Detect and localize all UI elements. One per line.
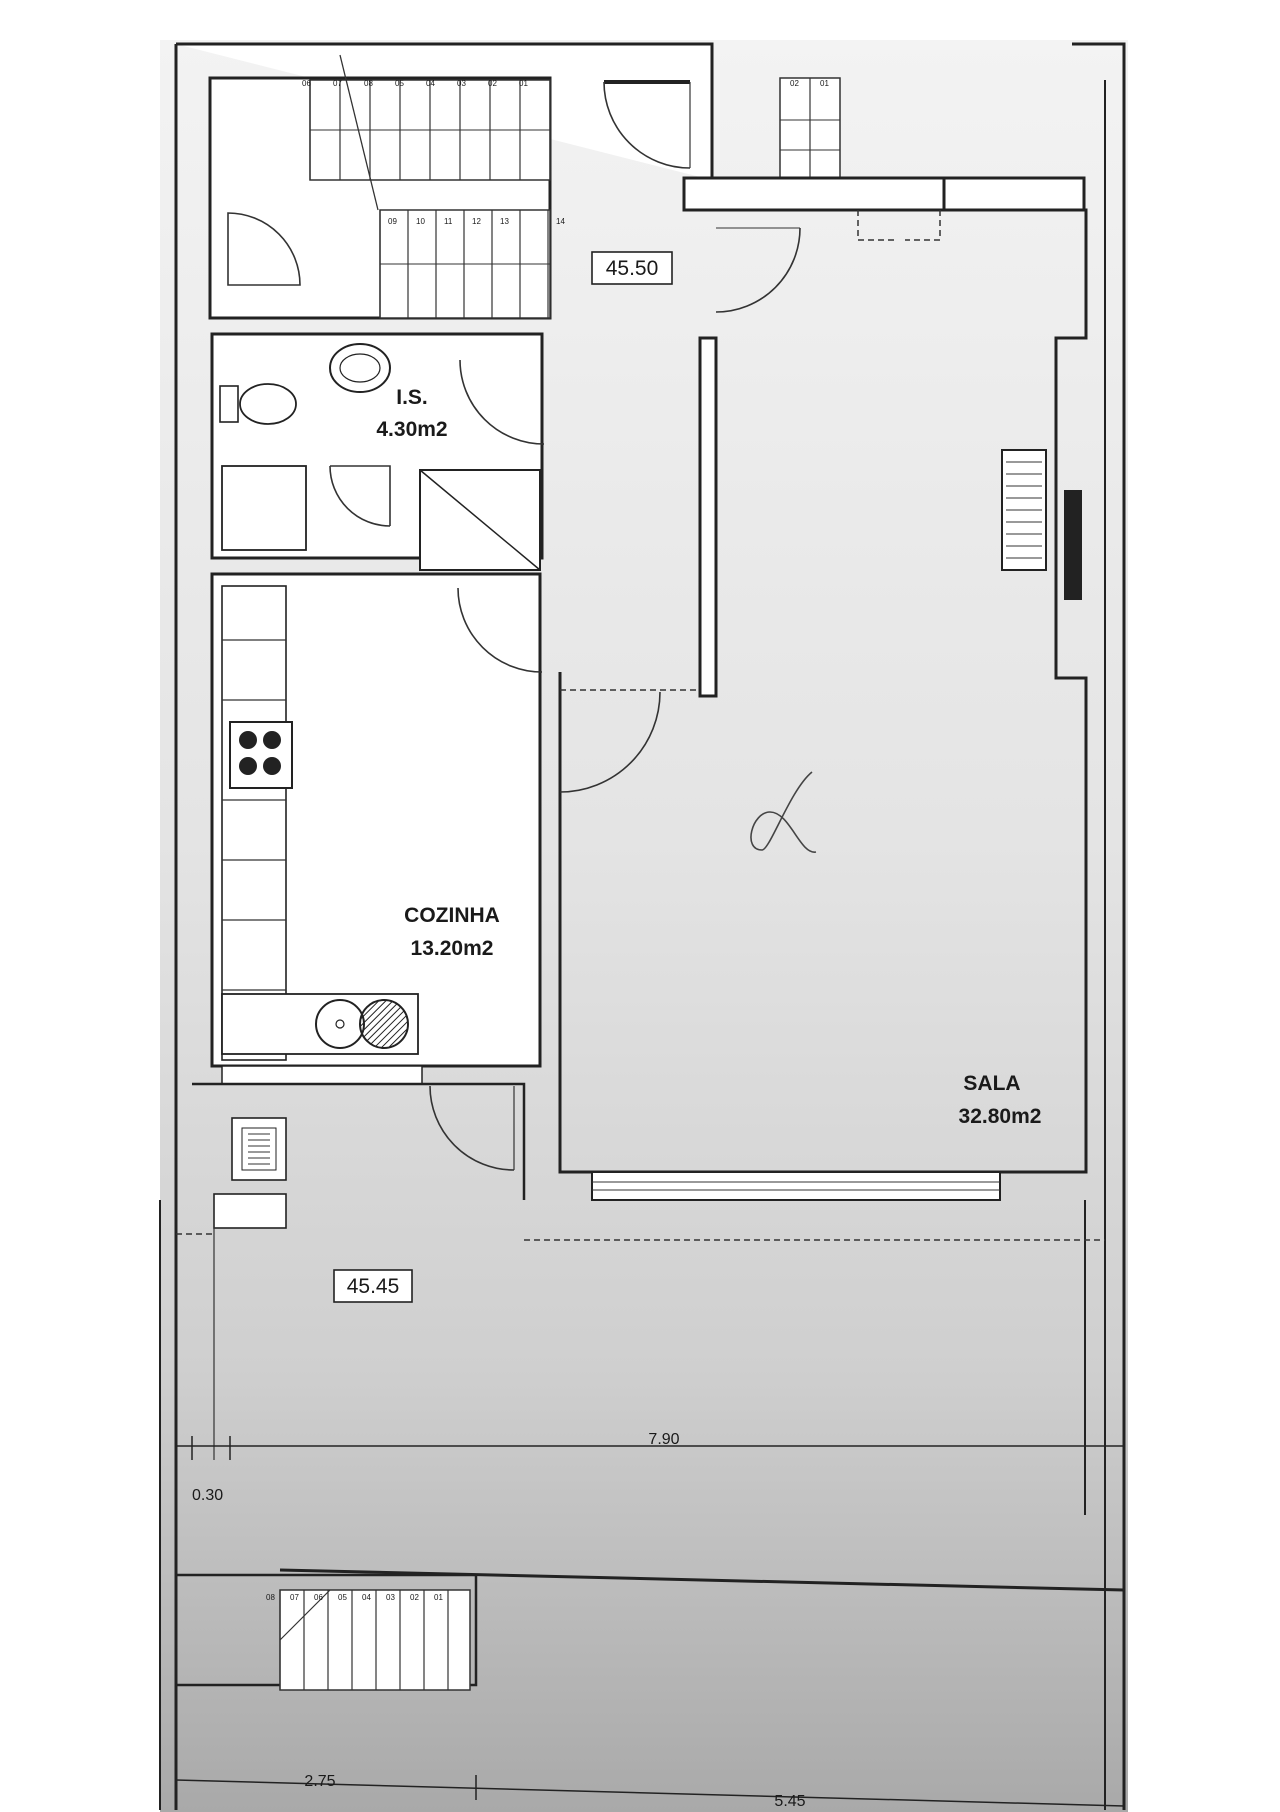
step-number: 10 — [416, 217, 425, 226]
dimension-width: 7.90 0.30 — [176, 1431, 1124, 1504]
step-number: 14 — [556, 217, 565, 226]
step-number: 05 — [338, 1593, 347, 1602]
counter-divisions — [222, 639, 286, 991]
sala-area: 32.80m2 — [959, 1105, 1042, 1128]
step-number: 05 — [395, 79, 404, 88]
cozinha-area: 13.20m2 — [411, 937, 494, 960]
step-number: 02 — [488, 79, 497, 88]
stair-numbers-bottom: 08 07 06 05 04 03 02 01 — [266, 1593, 443, 1602]
step-number: 04 — [426, 79, 435, 88]
handwritten-mark-icon — [750, 771, 817, 853]
step-number: 07 — [290, 1593, 299, 1602]
step-number: 03 — [457, 79, 466, 88]
bottom-step-lines — [279, 1590, 449, 1690]
step-number: 02 — [790, 79, 799, 88]
dimension-label: 7.90 — [648, 1431, 679, 1448]
upper-step-lines — [309, 80, 551, 180]
step-number: 11 — [444, 217, 453, 226]
step-number: 01 — [820, 79, 829, 88]
step-number: 12 — [472, 217, 481, 226]
step-number: 08 — [266, 1593, 275, 1602]
step-number: 04 — [362, 1593, 371, 1602]
level-value: 45.45 — [347, 1275, 400, 1298]
step-number: 02 — [410, 1593, 419, 1602]
fireplace-grille — [1006, 461, 1042, 559]
step-number: 06 — [314, 1593, 323, 1602]
stair-numbers-lower: 09 10 11 12 13 14 — [388, 217, 565, 226]
step-number: 01 — [434, 1593, 443, 1602]
is-name: I.S. — [396, 386, 428, 409]
lower-step-lines — [379, 210, 550, 318]
step-number: 07 — [333, 79, 342, 88]
terrace — [176, 1082, 1105, 1460]
level-tag-upper: 45.50 — [591, 251, 673, 285]
sala-room — [558, 208, 1088, 1201]
step-number: 01 — [519, 79, 528, 88]
sala-name: SALA — [963, 1072, 1020, 1095]
dimension-label: 5.45 — [774, 1793, 805, 1810]
cozinha-name: COZINHA — [404, 904, 500, 927]
lower-stair — [174, 1568, 1125, 1691]
entry-hall — [603, 80, 1086, 241]
upper-stair-block — [208, 54, 552, 320]
dimension-label: 0.30 — [192, 1487, 223, 1504]
level-tag-lower: 45.45 — [333, 1269, 413, 1303]
dimension-bottom: 2.75 5.45 — [175, 1770, 1125, 1810]
is-area: 4.30m2 — [376, 418, 447, 441]
dimension-label: 2.75 — [304, 1773, 335, 1790]
is-bathroom — [210, 332, 545, 571]
step-number: 09 — [388, 217, 397, 226]
vent-grille — [248, 1133, 270, 1165]
cozinha-kitchen — [210, 572, 700, 1171]
right-small-stair: 02 01 — [779, 77, 841, 179]
step-number: 06 — [302, 79, 311, 88]
stair-numbers-upper: 06 07 08 05 04 03 02 01 — [302, 79, 528, 88]
step-number: 03 — [386, 1593, 395, 1602]
level-value: 45.50 — [606, 257, 659, 280]
step-number: 08 — [364, 79, 373, 88]
step-number: 13 — [500, 217, 509, 226]
